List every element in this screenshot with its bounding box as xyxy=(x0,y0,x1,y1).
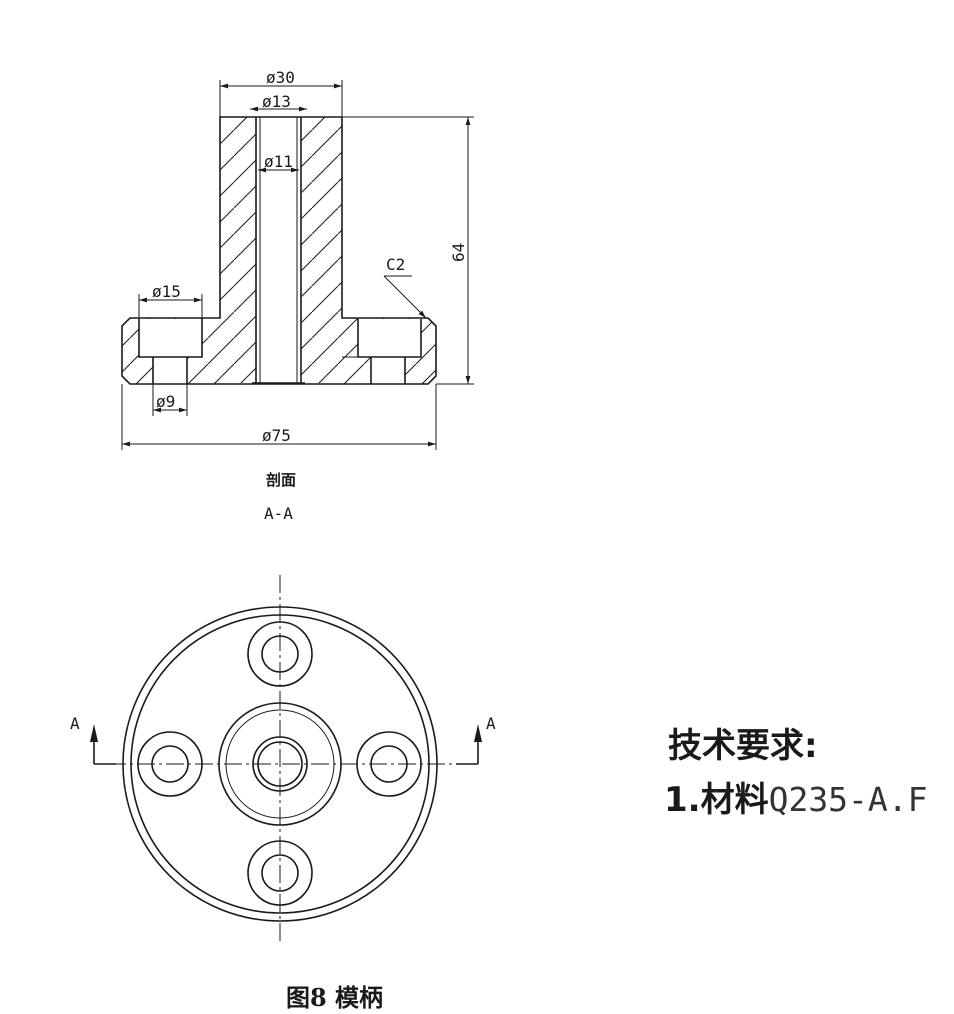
section-caption: 剖面 xyxy=(266,471,296,489)
section-outline xyxy=(121,116,437,385)
dim-d30: ø30 xyxy=(219,68,343,117)
cut-marker-right-label: A xyxy=(486,714,496,733)
cut-marker-right: A xyxy=(456,714,496,765)
dim-d75-text: ø75 xyxy=(262,426,291,445)
dim-d15-text: ø15 xyxy=(152,282,181,301)
dim-d11-text: ø11 xyxy=(264,152,293,171)
dim-chamfer-text: C2 xyxy=(386,255,405,274)
dim-d11: ø11 xyxy=(258,152,299,173)
dim-d13: ø13 xyxy=(250,92,307,112)
figure-caption: 图8 模柄 xyxy=(286,983,383,1012)
cut-marker-left-label: A xyxy=(70,714,80,733)
dim-h64: 64 xyxy=(342,116,474,385)
dim-d30-text: ø30 xyxy=(266,68,295,87)
requirements-item-1: 1.材料Q235-A.F xyxy=(664,780,928,820)
central-bore xyxy=(252,117,305,384)
technical-requirements: 技术要求: 1.材料Q235-A.F xyxy=(664,726,928,820)
dim-d15: ø15 xyxy=(138,282,203,319)
dim-chamfer: C2 xyxy=(383,255,427,319)
section-label: A-A xyxy=(264,504,293,523)
top-view: A A xyxy=(70,575,496,944)
dim-d75: ø75 xyxy=(121,384,437,450)
left-counterbore xyxy=(138,319,203,384)
dim-d13-text: ø13 xyxy=(262,92,291,111)
requirements-title: 技术要求: xyxy=(668,726,818,766)
cut-marker-left: A xyxy=(70,714,116,765)
section-view: ø30 ø13 ø11 64 C2 ø15 xyxy=(121,68,474,523)
dim-d9-text: ø9 xyxy=(156,392,175,411)
dim-h64-text: 64 xyxy=(449,243,468,262)
right-counterbore xyxy=(357,319,422,384)
dim-d9: ø9 xyxy=(152,384,188,416)
